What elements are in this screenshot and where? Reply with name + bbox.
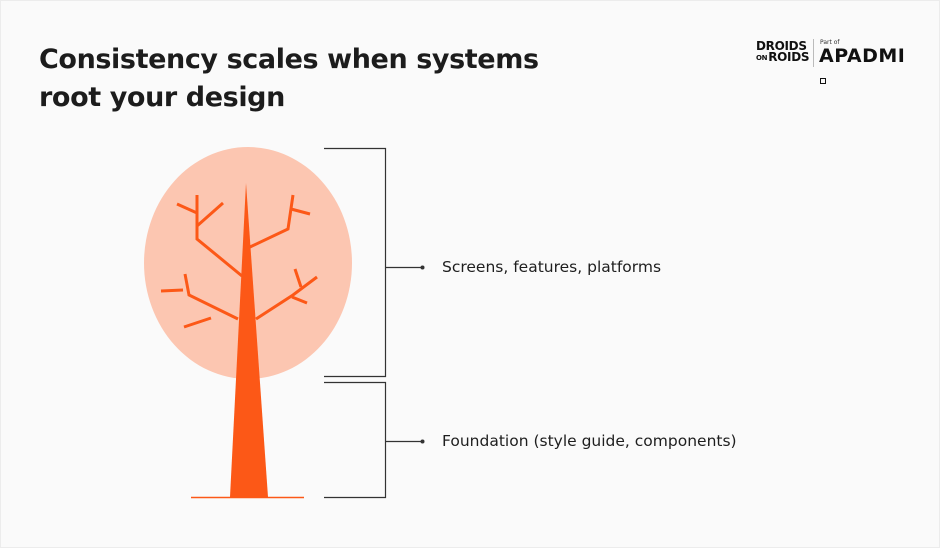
apadmi-logo: APADMI	[819, 45, 906, 89]
title-line-2: root your design	[39, 82, 285, 113]
logo-droids-word: DROIDS	[756, 39, 807, 53]
branch-upper-right	[249, 194, 295, 249]
bracket-lower	[324, 381, 421, 499]
brand-logo: DROIDS ONROIDS Part of APADMI	[756, 39, 906, 84]
tree-branches	[160, 194, 318, 329]
droids-on-roids-logo: DROIDS ONROIDS	[756, 39, 810, 64]
branch-lower-right	[255, 275, 318, 321]
twig-upper-left-2	[176, 202, 198, 215]
twig-upper-right-1	[290, 207, 311, 216]
twig-lower-right-1	[291, 295, 308, 305]
twig-lower-left-2	[183, 316, 212, 329]
title-line-1: Consistency scales when systems	[39, 44, 539, 75]
bracket-lower-dot	[420, 439, 425, 444]
label-screens-features: Screens, features, platforms	[442, 258, 662, 276]
bracket-upper	[324, 147, 421, 378]
logo-divider	[813, 39, 814, 67]
branch-lower-left	[183, 273, 239, 321]
logo-roids-word: ROIDS	[768, 50, 810, 64]
bracket-upper-dot	[420, 265, 425, 270]
apadmi-word: APADMI	[819, 45, 906, 67]
label-foundation: Foundation (style guide, components)	[442, 432, 737, 450]
tree-trunk	[230, 183, 268, 497]
branch-upper-left	[195, 195, 243, 278]
logo-part-of: Part of	[820, 39, 840, 46]
twig-upper-left-1	[196, 201, 224, 228]
twig-lower-left-1	[160, 288, 184, 293]
apadmi-square-icon	[820, 78, 826, 84]
logo-on-word: ON	[756, 54, 768, 62]
slide-title: Consistency scales when systems root you…	[39, 41, 559, 117]
twig-lower-right-2	[293, 268, 303, 288]
